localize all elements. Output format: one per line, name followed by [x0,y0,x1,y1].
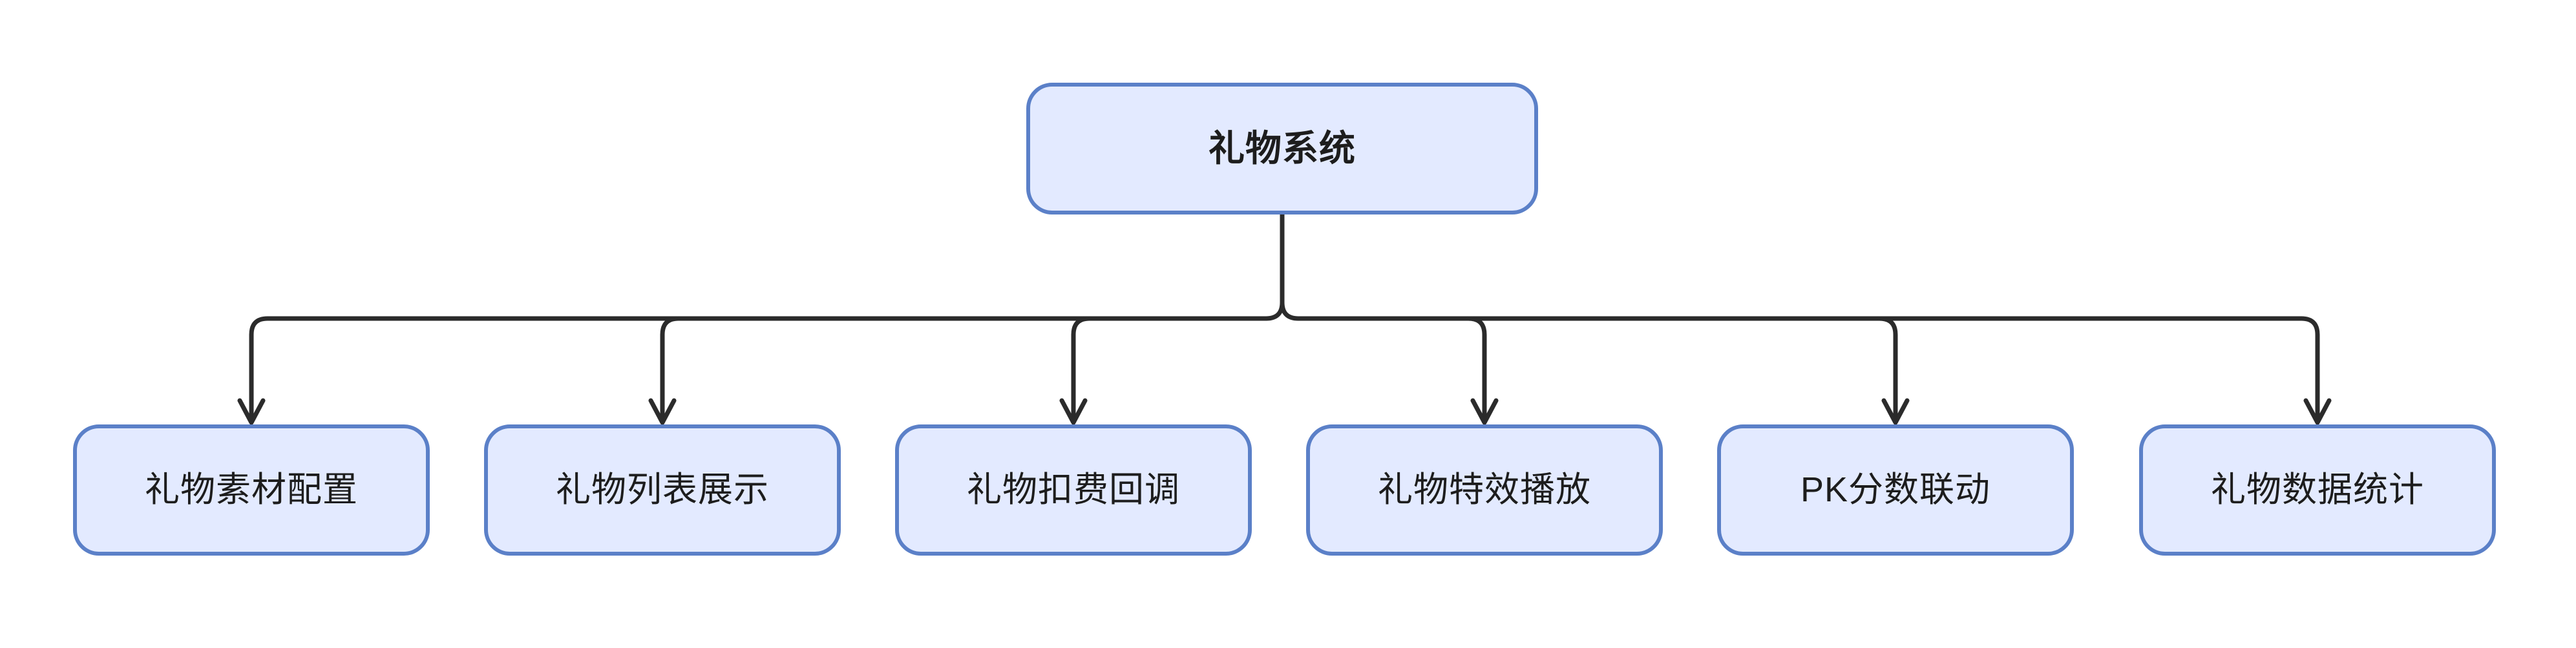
edge-branch-5 [1877,316,1898,418]
node-gift-data-statistics[interactable]: 礼物数据统计 [2139,424,2496,556]
node-gift-list-display[interactable]: 礼物列表展示 [484,424,841,556]
node-gift-system[interactable]: 礼物系统 [1026,83,1538,214]
node-gift-effect-playback[interactable]: 礼物特效播放 [1306,424,1663,556]
node-label-gift-list-display: 礼物列表展示 [556,470,769,509]
node-gift-charge-callback[interactable]: 礼物扣费回调 [895,424,1252,556]
arrowhead-4 [1881,398,1910,425]
arrowhead-1 [648,398,677,425]
node-label-root: 礼物系统 [1209,128,1356,169]
edge-bus-right [1296,316,2320,418]
edge-root-stem-right [1280,212,1301,321]
arrowhead-0 [237,398,266,425]
node-label-gift-asset-config: 礼物素材配置 [145,470,358,509]
node-label-gift-data-statistics: 礼物数据统计 [2211,470,2424,509]
node-label-gift-charge-callback: 礼物扣费回调 [967,470,1180,509]
edge-branch-1 [660,316,681,418]
node-gift-asset-config[interactable]: 礼物素材配置 [73,424,430,556]
node-pk-score-linkage[interactable]: PK分数联动 [1717,424,2074,556]
edge-branch-2 [1071,316,1092,418]
arrowhead-5 [2303,398,2332,425]
node-label-pk-score-linkage: PK分数联动 [1800,470,1991,509]
edge-branch-4 [1466,316,1487,418]
arrowhead-2 [1059,398,1088,425]
edge-bus-left [249,316,1269,418]
edge-root-stem [1263,212,1285,321]
node-label-gift-effect-playback: 礼物特效播放 [1378,470,1591,509]
arrowhead-3 [1470,398,1499,425]
